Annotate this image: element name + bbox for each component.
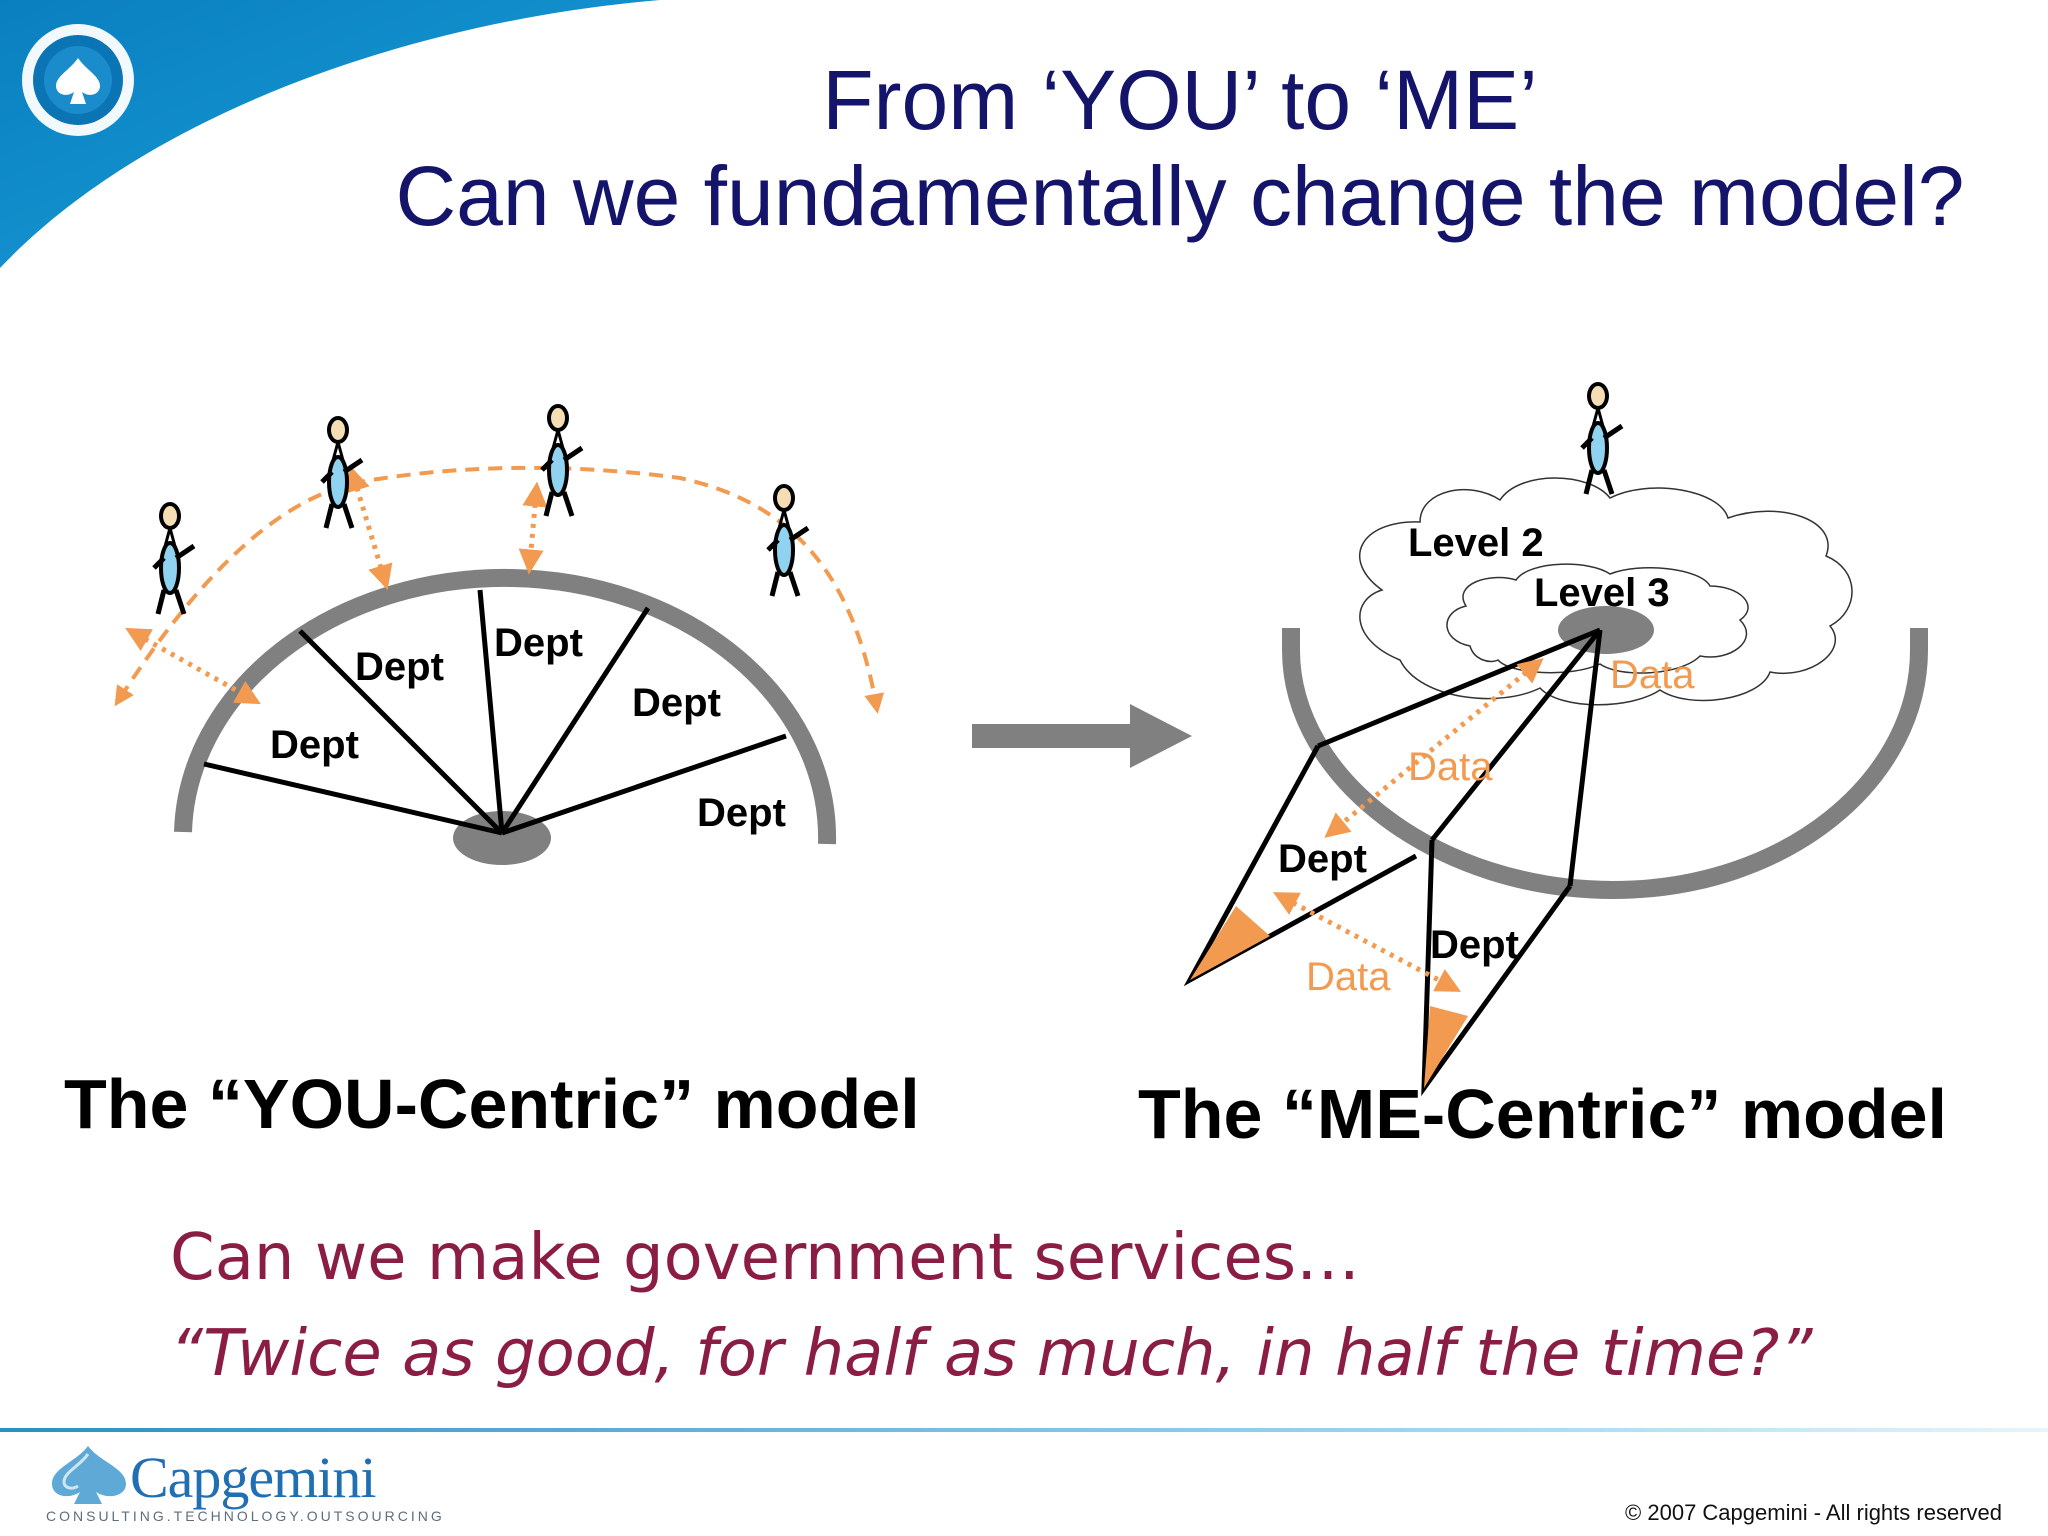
you-dept-label-5: Dept bbox=[697, 791, 786, 835]
me-dept-label-1: Dept bbox=[1278, 837, 1367, 881]
collaborative-emblem bbox=[22, 24, 134, 136]
data-label: Data bbox=[1408, 745, 1493, 789]
question-line-2: “Twice as good, for half as much, in hal… bbox=[170, 1317, 1813, 1391]
footer-divider bbox=[0, 1428, 2048, 1432]
me-data-links bbox=[1272, 658, 1544, 992]
right-arrow-icon bbox=[972, 704, 1192, 768]
level-2-label: Level 2 bbox=[1408, 521, 1544, 565]
copyright-notice: © 2007 Capgemini - All rights reserved bbox=[1625, 1500, 2002, 1525]
me-spokes bbox=[1183, 627, 1603, 1097]
you-centric-caption: The “YOU-Centric” model bbox=[64, 1065, 920, 1143]
me-dome-arc bbox=[1282, 628, 1928, 900]
you-dotted-links bbox=[125, 466, 548, 705]
orange-wedge bbox=[1190, 906, 1270, 980]
you-dept-label-3: Dept bbox=[494, 621, 583, 665]
slide-title: From ‘YOU’ to ‘ME’ Can we fundamentally … bbox=[330, 52, 2030, 244]
me-hub bbox=[1558, 606, 1654, 654]
you-centric-diagram: Dept Dept Dept Dept Dept bbox=[114, 404, 885, 865]
capgemini-logo-text: Capgemini bbox=[130, 1445, 377, 1510]
capgemini-spade-icon bbox=[52, 1446, 126, 1504]
you-dept-label-4: Dept bbox=[632, 681, 721, 725]
you-dept-label-1: Dept bbox=[270, 723, 359, 767]
logo-tagline: CONSULTING.TECHNOLOGY.OUTSOURCING bbox=[46, 1508, 445, 1524]
person-icon bbox=[540, 404, 584, 517]
model-diagram: Dept Dept Dept Dept Dept bbox=[114, 382, 1928, 1097]
corner-swoosh bbox=[0, 0, 660, 268]
me-centric-diagram: Level 2 Level 3 Data Data Data Dept Dept bbox=[1183, 382, 1928, 1097]
you-dept-label-2: Dept bbox=[355, 645, 444, 689]
orange-wedge bbox=[1424, 1006, 1468, 1088]
person-icon bbox=[766, 484, 810, 597]
person-icon bbox=[152, 502, 196, 615]
person-icon bbox=[320, 416, 364, 529]
title-line-2: Can we fundamentally change the model? bbox=[395, 149, 1965, 243]
spade-icon bbox=[56, 58, 100, 104]
title-line-1: From ‘YOU’ to ‘ME’ bbox=[822, 53, 1538, 147]
me-person bbox=[1580, 382, 1624, 495]
me-centric-caption: The “ME-Centric” model bbox=[1138, 1075, 1947, 1153]
question-line-1: Can we make government services… bbox=[170, 1221, 1361, 1295]
me-dept-label-2: Dept bbox=[1430, 923, 1519, 967]
key-question: Can we make government services… “Twice … bbox=[170, 1210, 1812, 1402]
data-label: Data bbox=[1306, 955, 1391, 999]
data-label: Data bbox=[1610, 653, 1695, 697]
